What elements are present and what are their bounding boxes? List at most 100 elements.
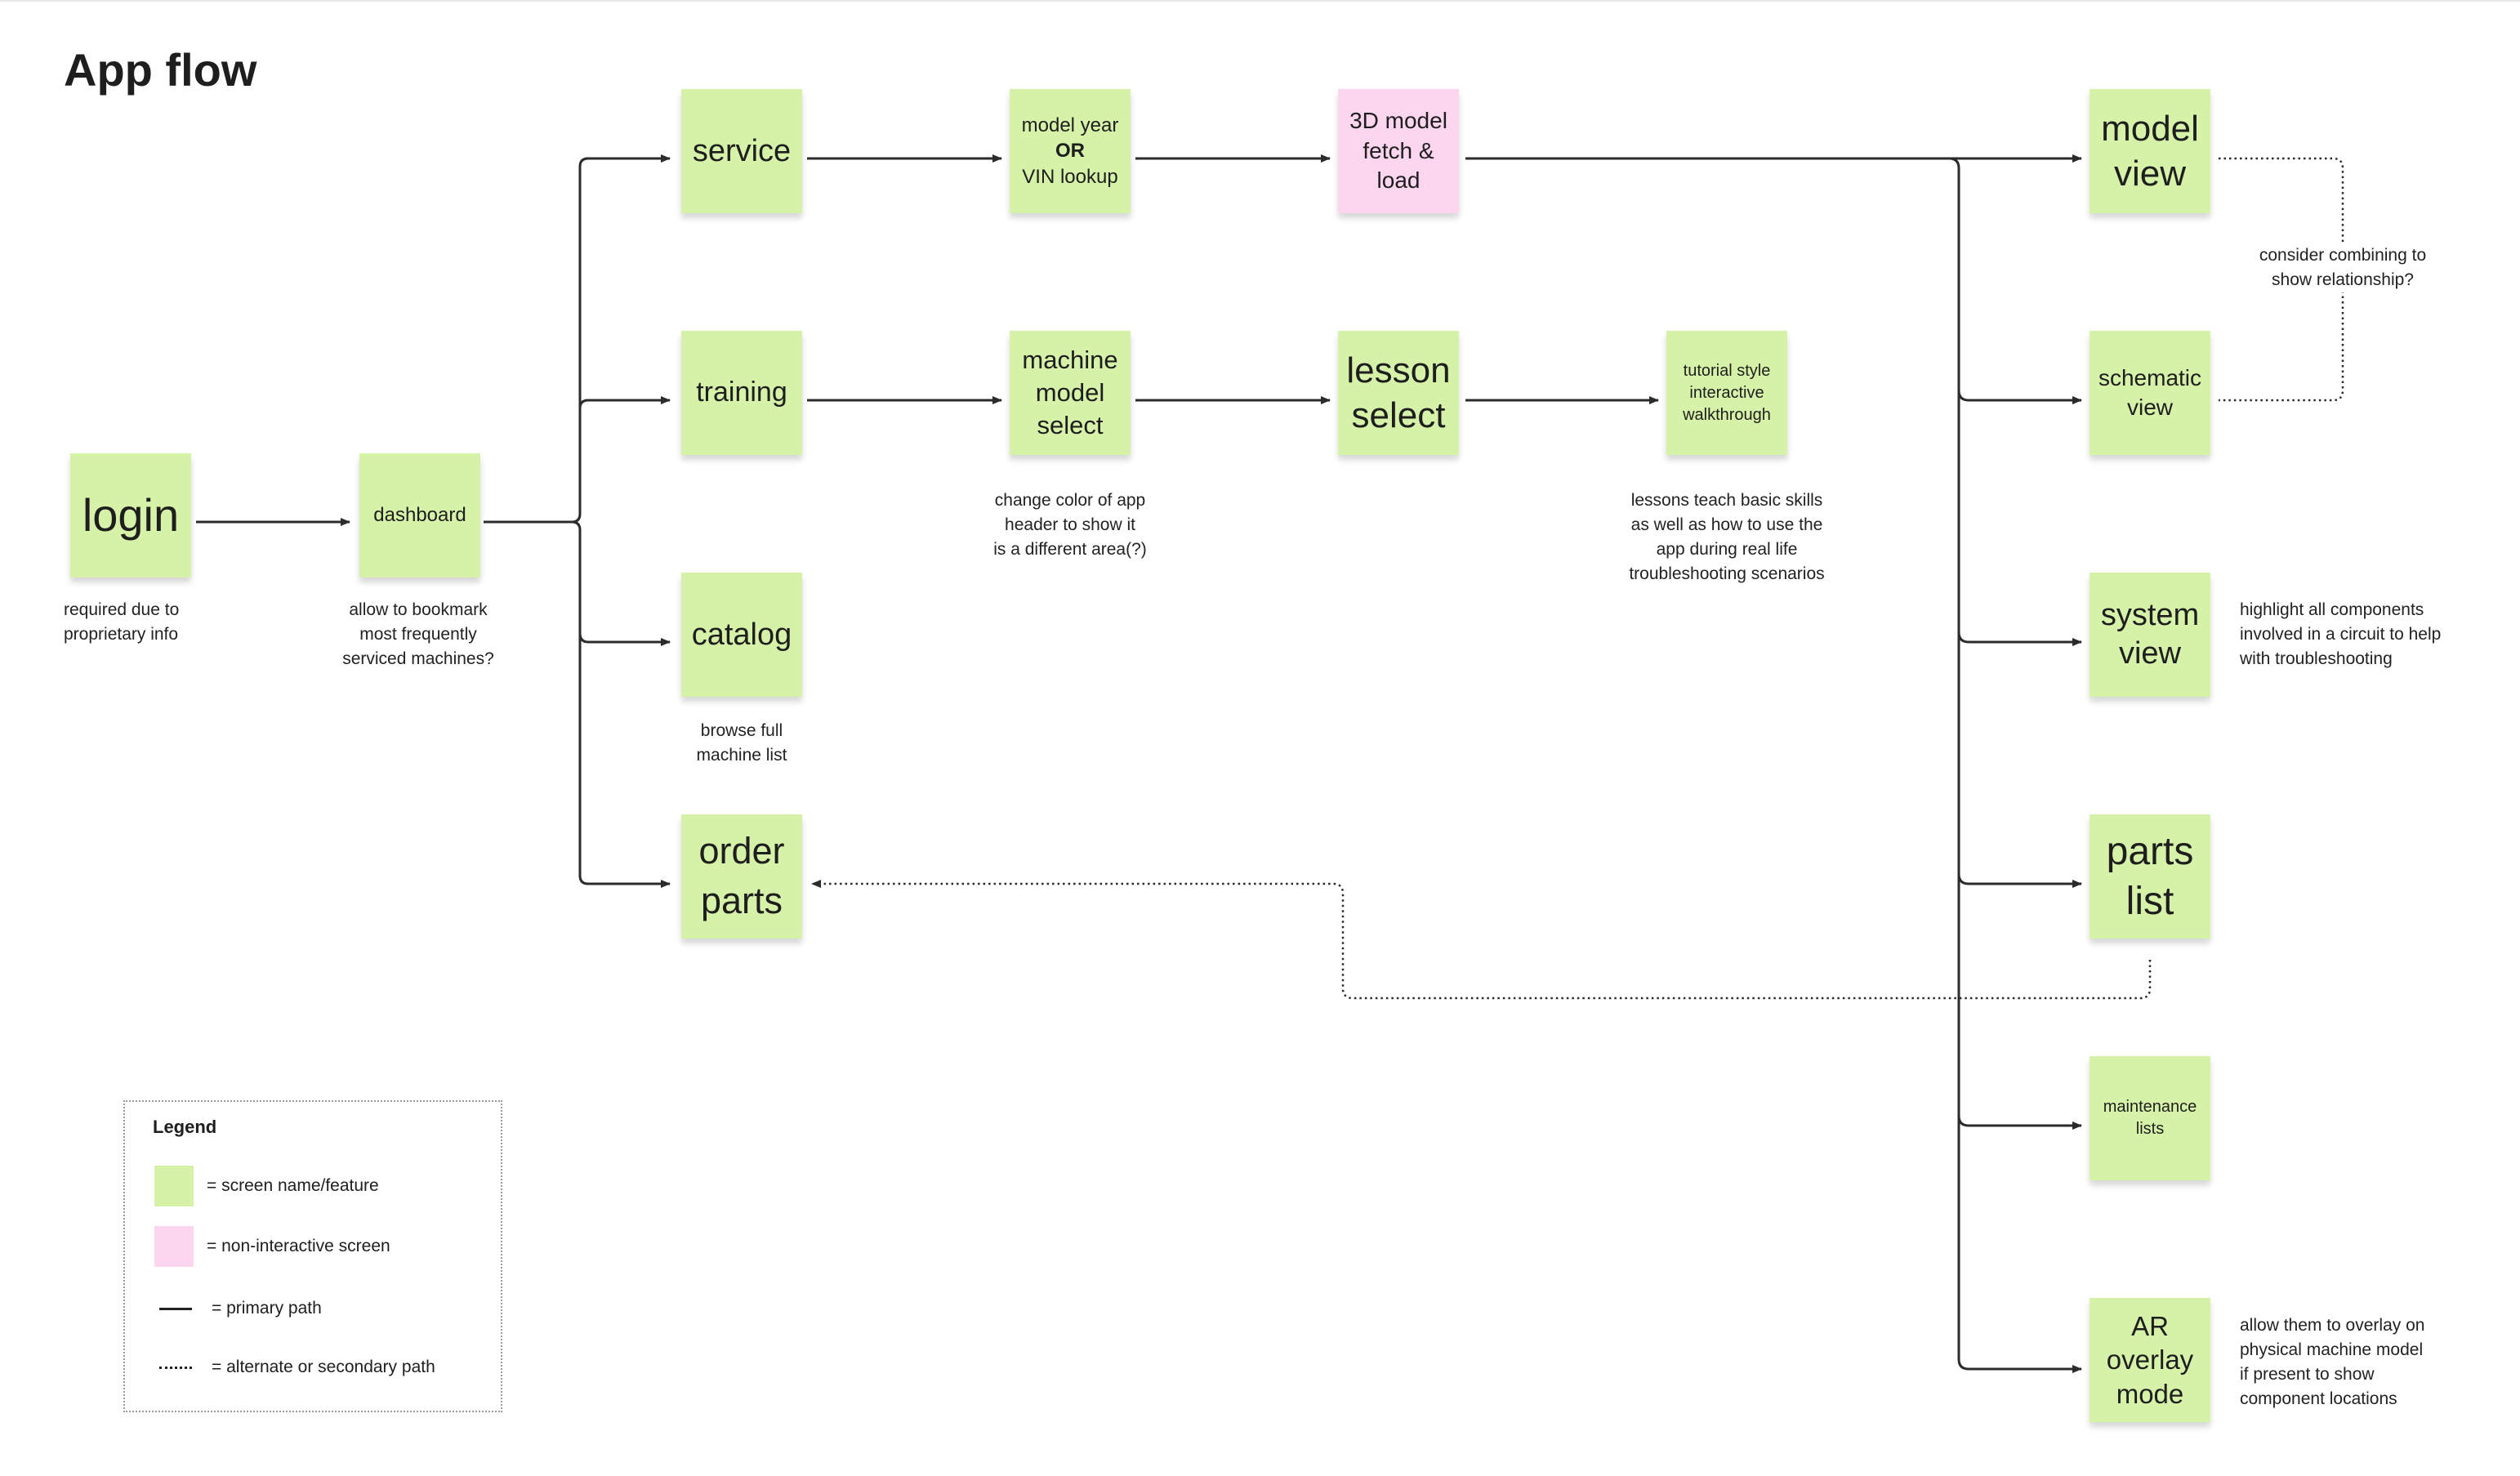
node-lesson-select[interactable]: lesson select <box>1338 331 1459 455</box>
node-parts-list[interactable]: parts list <box>2090 814 2210 939</box>
note-line: most frequently <box>359 625 477 644</box>
note-line: browse full <box>700 721 783 740</box>
node-label: training <box>696 377 787 408</box>
note-line: change color of app <box>994 491 1146 510</box>
note-line: allow to bookmark <box>349 600 488 619</box>
note-tutorial: lessons teach basic skills as well as ho… <box>1604 488 1849 586</box>
legend-title: Legend <box>153 1117 217 1137</box>
legend-item-screen: = screen name/feature <box>154 1166 379 1206</box>
edge-bus-system <box>1957 631 2082 646</box>
node-label: parts <box>2106 829 2194 873</box>
legend-swatch-pink <box>154 1226 194 1267</box>
node-label: view <box>2126 395 2173 420</box>
note-catalog: browse full machine list <box>660 719 823 768</box>
edge-model-view-schematic <box>2219 157 2344 243</box>
node-label: login <box>82 488 180 541</box>
node-label-or: OR <box>1055 140 1085 163</box>
node-catalog[interactable]: catalog <box>681 573 802 697</box>
note-line: component locations <box>2240 1389 2397 1408</box>
note-line: allow them to overlay on <box>2240 1316 2425 1335</box>
node-label: system <box>2100 597 2200 632</box>
note-line: is a different area(?) <box>993 540 1147 559</box>
node-label: walkthrough <box>1683 405 1771 424</box>
node-maintenance-lists[interactable]: maintenance lists <box>2090 1056 2210 1180</box>
node-label: lesson <box>1346 350 1451 390</box>
note-line: troubleshooting scenarios <box>1629 564 1825 583</box>
node-schematic-view[interactable]: schematic view <box>2090 331 2210 455</box>
node-label: dashboard <box>373 504 466 527</box>
node-service[interactable]: service <box>681 89 802 213</box>
node-ar-overlay-mode[interactable]: AR overlay mode <box>2090 1298 2210 1422</box>
page-title: App flow <box>64 44 257 96</box>
legend-swatch-green <box>154 1166 194 1206</box>
node-login[interactable]: login <box>70 453 191 577</box>
node-label: overlay <box>2106 1344 2194 1376</box>
note-line: if present to show <box>2240 1365 2375 1384</box>
note-line: proprietary info <box>64 625 179 644</box>
legend-dotted-line <box>159 1366 192 1369</box>
node-training[interactable]: training <box>681 331 802 455</box>
note-login: required due to proprietary info <box>64 598 179 647</box>
note-line: required due to <box>64 600 180 619</box>
node-tutorial-walkthrough[interactable]: tutorial style interactive walkthrough <box>1666 331 1787 455</box>
node-label: list <box>2125 880 2174 923</box>
node-label: select <box>1037 410 1104 439</box>
node-system-view[interactable]: system view <box>2090 573 2210 697</box>
legend-item-non-interactive: = non-interactive screen <box>154 1226 390 1267</box>
node-label: load <box>1376 167 1421 194</box>
node-label: model <box>2101 109 2199 149</box>
note-line: as well as how to use the <box>1630 515 1823 534</box>
note-line: consider combining to <box>2259 246 2427 265</box>
node-label: lists <box>2135 1120 2165 1138</box>
legend-label: = screen name/feature <box>207 1176 379 1195</box>
legend-item-secondary-path: = alternate or secondary path <box>154 1347 435 1388</box>
note-line: lessons teach basic skills <box>1630 491 1823 510</box>
note-line: app during real life <box>1656 540 1798 559</box>
node-label: mode <box>2116 1378 2184 1409</box>
node-label: interactive <box>1689 383 1764 402</box>
note-machine-model-select: change color of app header to show it is… <box>964 488 1176 562</box>
edge-dashboard-order-parts <box>578 633 671 888</box>
edge-bus-maintenance <box>1957 1115 2082 1130</box>
node-dashboard[interactable]: dashboard <box>359 453 480 577</box>
node-label: fetch & <box>1363 137 1434 163</box>
note-line: machine list <box>696 746 787 765</box>
node-label: model year <box>1021 114 1119 137</box>
edge-bus-schematic <box>1957 390 2082 404</box>
node-model-year-lookup[interactable]: model year OR VIN lookup <box>1010 89 1131 213</box>
note-line: serviced machines? <box>342 649 494 668</box>
edge-fetch-bus <box>1948 157 2082 1373</box>
edge-bus-parts-list <box>1957 873 2082 888</box>
note-ar-overlay: allow them to overlay on physical machin… <box>2240 1313 2424 1411</box>
edge-dashboard-training <box>578 396 671 409</box>
node-label: order <box>698 830 785 872</box>
legend: Legend = screen name/feature = non-inter… <box>123 1100 502 1412</box>
note-system-view: highlight all components involved in a c… <box>2240 598 2441 671</box>
note-line: involved in a circuit to help <box>2240 625 2442 644</box>
node-label: model <box>1035 378 1105 408</box>
node-label: parts <box>700 880 783 921</box>
note-line: with troubleshooting <box>2240 649 2393 668</box>
node-label: schematic <box>2098 364 2202 390</box>
legend-label: = non-interactive screen <box>207 1237 390 1255</box>
note-line: highlight all components <box>2240 600 2424 619</box>
node-label: AR <box>2131 1310 2169 1341</box>
node-3d-model-fetch-load[interactable]: 3D model fetch & load <box>1338 89 1459 213</box>
edge-parts-list-order-parts <box>811 880 2152 1000</box>
edge-combine-schematic <box>2219 291 2344 402</box>
node-label: maintenance <box>2103 1098 2197 1116</box>
top-border <box>0 0 2520 2</box>
legend-label: = alternate or secondary path <box>212 1358 435 1376</box>
note-dashboard: allow to bookmark most frequently servic… <box>320 598 516 671</box>
node-model-view[interactable]: model view <box>2090 89 2210 213</box>
note-combine: consider combining to show relationship? <box>2238 243 2447 292</box>
node-label: view <box>2113 154 2187 194</box>
node-order-parts[interactable]: order parts <box>681 814 802 939</box>
note-line: show relationship? <box>2272 270 2414 289</box>
node-label: select <box>1351 395 1446 435</box>
node-label: VIN lookup <box>1022 165 1118 188</box>
node-label: catalog <box>691 617 792 652</box>
legend-solid-line <box>159 1307 192 1310</box>
node-machine-model-select[interactable]: machine model select <box>1010 331 1131 455</box>
